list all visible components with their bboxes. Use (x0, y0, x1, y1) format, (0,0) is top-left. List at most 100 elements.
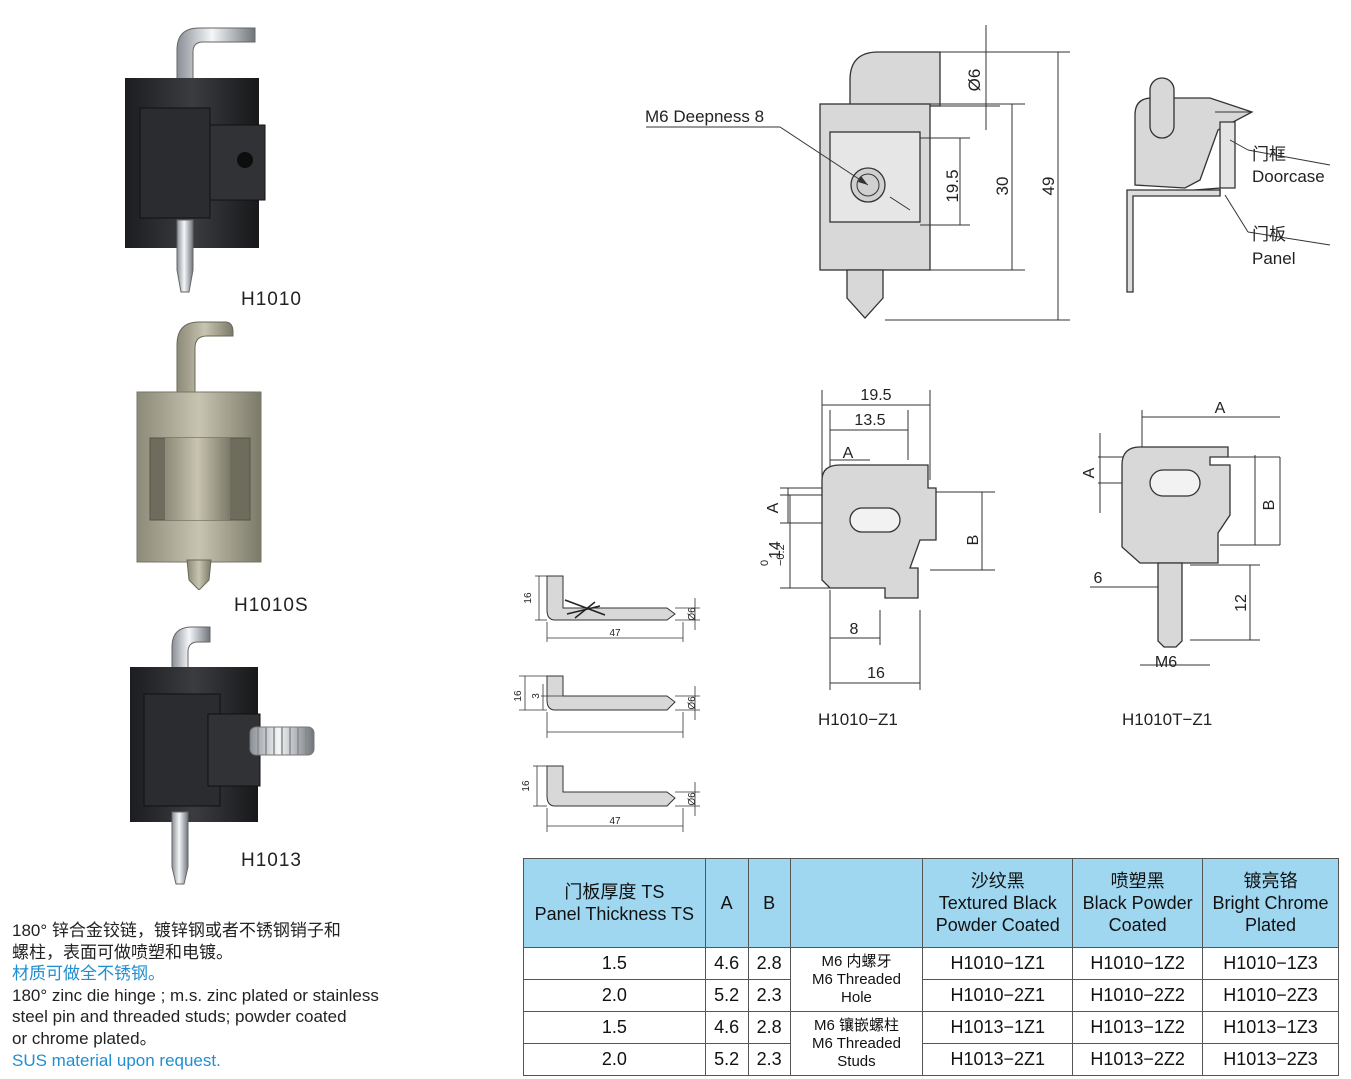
cell-c2: H1010−1Z2 (1072, 947, 1204, 980)
header-bright-chrome: 镀亮铬 Bright Chrome Plated (1202, 858, 1339, 948)
dim-dia6: Ø6 (965, 69, 984, 92)
desc-cn-line-1: 180° 锌合金铰链，镀锌钢或者不锈钢销子和 (12, 921, 341, 940)
z1-dim-14: 14 (767, 541, 784, 559)
dim-49: 49 (1039, 177, 1058, 196)
cell-c3: H1010−2Z3 (1202, 979, 1339, 1012)
t-z1-technical-drawing: A A B 6 12 M6 (1081, 400, 1281, 671)
z1-dim-a-top: A (843, 445, 854, 462)
cell-ts: 1.5 (523, 1011, 706, 1044)
thread-studs-en1: M6 Threaded (811, 1034, 901, 1052)
desc-cn-line-2: 螺柱，表面可做喷塑和电镀。 (12, 942, 233, 962)
tz1-dim-b: B (1261, 500, 1278, 511)
table-row: 2.0 5.2 2.3 H1010−2Z1 H1010−2Z2 H1010−2Z… (523, 979, 1339, 1012)
panel-en: Panel (1252, 249, 1295, 268)
header-textured-black: 沙纹黑 Textured Black Powder Coated (922, 858, 1074, 948)
pin-drawings: 16 47 Ø6 16 3 Ø6 16 47 Ø6 (513, 575, 700, 832)
header-c1-cn: 沙纹黑 (970, 871, 1025, 891)
h1013-product-image (130, 626, 315, 885)
table-header-row: 门板厚度 TS Panel Thickness TS A B 沙纹黑 Textu… (523, 858, 1339, 948)
header-blank (789, 858, 924, 948)
cell-thread-hole: M6 内螺牙 M6 Threaded Hole (789, 947, 924, 1012)
pin3-dim-47: 47 (609, 816, 621, 827)
header-thickness-en: Panel Thickness TS (534, 904, 695, 924)
desc-en-line-1: 180° zinc die hinge ; m.s. zinc plated o… (12, 985, 379, 1005)
pin1-dim-16: 16 (523, 592, 534, 604)
cell-c1: H1013−1Z1 (922, 1011, 1074, 1044)
thread-studs-en2: Studs (837, 1052, 876, 1070)
m6-deepness-callout: M6 Deepness 8 (645, 107, 765, 126)
header-c1-en1: Textured Black (938, 893, 1057, 913)
header-c3-cn: 镀亮铬 (1243, 871, 1298, 891)
cell-c1: H1010−1Z1 (922, 947, 1074, 980)
thread-hole-en1: M6 Threaded (811, 970, 901, 988)
cell-thread-studs: M6 镶嵌螺柱 M6 Threaded Studs (789, 1011, 924, 1076)
thread-hole-cn: M6 内螺牙 (821, 952, 892, 970)
doorcase-en: Doorcase (1252, 167, 1325, 186)
cell-ts: 2.0 (523, 979, 706, 1012)
cell-c3: H1013−2Z3 (1202, 1043, 1339, 1076)
pin3-dim-16: 16 (521, 780, 532, 792)
pin1-dim-47: 47 (609, 628, 621, 639)
header-c3-en2: Plated (1245, 915, 1297, 935)
z1-dim-a-side: A (765, 502, 782, 513)
t-z1-model-label: H1010T−Z1 (1122, 710, 1213, 729)
header-c1-en2: Powder Coated (935, 915, 1060, 935)
dim-19-5: 19.5 (943, 169, 962, 202)
header-thickness: 门板厚度 TS Panel Thickness TS (523, 858, 706, 948)
cell-c1: H1013−2Z1 (922, 1043, 1074, 1076)
header-c2-en1: Black Powder (1082, 893, 1193, 913)
h1010-product-image (125, 27, 266, 293)
z1-technical-drawing: 19.5 13.5 A A 14 0 −0.2 B 8 16 (759, 387, 995, 690)
header-a: A (704, 858, 749, 948)
cell-ts: 2.0 (523, 1043, 706, 1076)
z1-dim-19-5: 19.5 (860, 387, 891, 404)
z1-dim-b: B (965, 535, 982, 546)
tz1-dim-a-side: A (1081, 467, 1098, 478)
cell-c3: H1013−1Z3 (1202, 1011, 1339, 1044)
desc-en-blue: SUS material upon request. (12, 1050, 221, 1070)
tz1-dim-12: 12 (1233, 594, 1250, 612)
h1010-label: H1010 (241, 289, 302, 310)
pin2-dim-16: 16 (513, 690, 524, 702)
spec-table: 门板厚度 TS Panel Thickness TS A B 沙纹黑 Textu… (523, 858, 1339, 1076)
doorcase-cn: 门框 (1252, 145, 1286, 164)
cell-b: 2.3 (747, 979, 791, 1012)
z1-tol-upper: 0 (759, 560, 771, 566)
cell-a: 4.6 (704, 947, 749, 980)
header-thickness-cn: 门板厚度 TS (564, 882, 665, 902)
pin2-dim-3: 3 (531, 693, 542, 699)
thread-hole-en2: Hole (841, 988, 872, 1006)
h1013-label: H1013 (241, 850, 302, 871)
table-row: 1.5 4.6 2.8 M6 内螺牙 M6 Threaded Hole H101… (523, 947, 1339, 1012)
pin3-dim-dia: Ø6 (687, 792, 698, 806)
h1010s-label: H1010S (234, 595, 309, 616)
header-c2-en2: Coated (1108, 915, 1167, 935)
cell-c3: H1010−1Z3 (1202, 947, 1339, 980)
tz1-dim-6: 6 (1094, 570, 1103, 587)
z1-model-label: H1010−Z1 (818, 710, 898, 729)
tz1-dim-a-top: A (1215, 400, 1226, 417)
product-description: 180° 锌合金铰链，镀锌钢或者不锈钢销子和 螺柱，表面可做喷塑和电镀。 材质可… (12, 920, 432, 1071)
cell-c2: H1013−2Z2 (1072, 1043, 1204, 1076)
desc-cn-blue: 材质可做全不锈钢。 (12, 964, 165, 984)
cell-c2: H1010−2Z2 (1072, 979, 1204, 1012)
panel-cn: 门板 (1252, 225, 1286, 244)
desc-en-line-3: or chrome plated。 (12, 1028, 157, 1048)
desc-en-line-2: steel pin and threaded studs; powder coa… (12, 1007, 347, 1027)
header-c3-en1: Bright Chrome (1212, 893, 1329, 913)
cell-b: 2.3 (747, 1043, 791, 1076)
cell-b: 2.8 (747, 1011, 791, 1044)
cell-a: 5.2 (704, 1043, 749, 1076)
z1-dim-8: 8 (850, 621, 859, 638)
header-c2-cn: 喷塑黑 (1110, 871, 1165, 891)
dim-30: 30 (993, 177, 1012, 196)
header-black-powder: 喷塑黑 Black Powder Coated (1072, 858, 1204, 948)
thread-studs-cn: M6 镶嵌螺柱 (813, 1016, 899, 1034)
cell-ts: 1.5 (523, 947, 706, 980)
cell-c1: H1010−2Z1 (922, 979, 1074, 1012)
h1010s-product-image (136, 321, 262, 590)
header-b: B (747, 858, 791, 948)
tz1-dim-m6: M6 (1155, 654, 1177, 671)
table-row: 2.0 5.2 2.3 H1013−2Z1 H1013−2Z2 H1013−2Z… (523, 1043, 1339, 1076)
pin1-dim-dia: Ø6 (687, 607, 698, 621)
